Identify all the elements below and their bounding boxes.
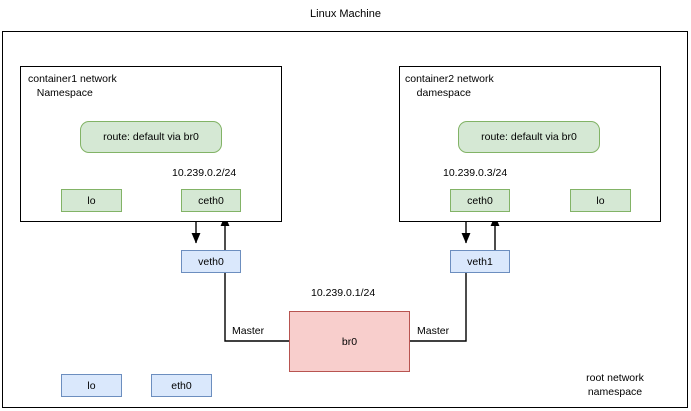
container2-interface-ceth0: ceth0	[450, 189, 510, 212]
edge-label-master-left: Master	[231, 325, 266, 338]
container2-interface-lo: lo	[570, 189, 631, 212]
container1-route-box: route: default via br0	[80, 121, 222, 153]
root-interface-lo: lo	[61, 374, 122, 397]
container2-route-box: route: default via br0	[458, 121, 600, 153]
root-interface-veth0: veth0	[181, 250, 241, 273]
root-interface-eth0: eth0	[151, 374, 212, 397]
bridge-ip-label: 10.239.0.1/24	[311, 287, 376, 299]
container1-ip-label: 10.239.0.2/24	[172, 167, 237, 179]
container1-interface-lo: lo	[61, 189, 122, 212]
edge-label-master-right: Master	[416, 325, 451, 338]
diagram-title: Linux Machine	[310, 8, 381, 20]
container2-namespace-label: container2 network damespace	[405, 73, 494, 99]
bridge-br0: br0	[289, 311, 410, 372]
root-interface-veth1: veth1	[450, 250, 510, 273]
container2-ip-label: 10.239.0.3/24	[443, 167, 508, 179]
root-namespace-label: root network namespace	[586, 372, 644, 398]
container1-namespace-label: container1 network Namespace	[28, 73, 117, 99]
container1-interface-ceth0: ceth0	[181, 189, 241, 212]
